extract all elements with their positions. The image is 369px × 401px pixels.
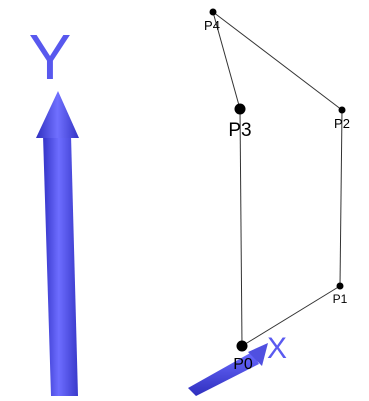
y-axis-arrowhead xyxy=(36,91,79,138)
edge-p2-p4 xyxy=(212,11,343,111)
vertex-p2-marker[interactable] xyxy=(338,106,346,114)
vertex-p2-label: P2 xyxy=(334,116,350,131)
vertex-p0-marker[interactable] xyxy=(236,340,248,352)
edge-p0-p1 xyxy=(241,285,341,347)
edge-p4-p3 xyxy=(212,11,241,110)
x-axis-shaft xyxy=(188,352,259,396)
edge-p1-p2 xyxy=(339,109,343,287)
polygon-edges xyxy=(212,11,343,347)
vertex-p3[interactable]: P3 xyxy=(228,103,252,142)
edge-p3-p0 xyxy=(239,108,243,347)
vertex-p1-label: P1 xyxy=(333,292,348,306)
vertex-p1-marker[interactable] xyxy=(336,282,344,290)
vertex-p3-label: P3 xyxy=(228,120,251,141)
x-axis-label: X xyxy=(267,332,287,365)
x-axis-arrowhead xyxy=(248,343,268,366)
vertex-p0-label: P0 xyxy=(233,356,253,373)
vertex-p4-marker[interactable] xyxy=(209,8,217,16)
x-axis-arrow xyxy=(188,343,268,396)
y-axis-arrow xyxy=(36,91,79,396)
y-axis-label: Y xyxy=(29,21,72,93)
vertex-p3-marker[interactable] xyxy=(234,103,246,115)
vertex-p4-label: P4 xyxy=(204,18,220,33)
vertex-p1[interactable]: P1 xyxy=(333,282,348,307)
vertex-p2[interactable]: P2 xyxy=(334,106,350,132)
y-axis-shaft xyxy=(43,135,78,396)
vertex-p0[interactable]: P0 xyxy=(233,340,253,374)
vertex-p4[interactable]: P4 xyxy=(204,8,220,34)
